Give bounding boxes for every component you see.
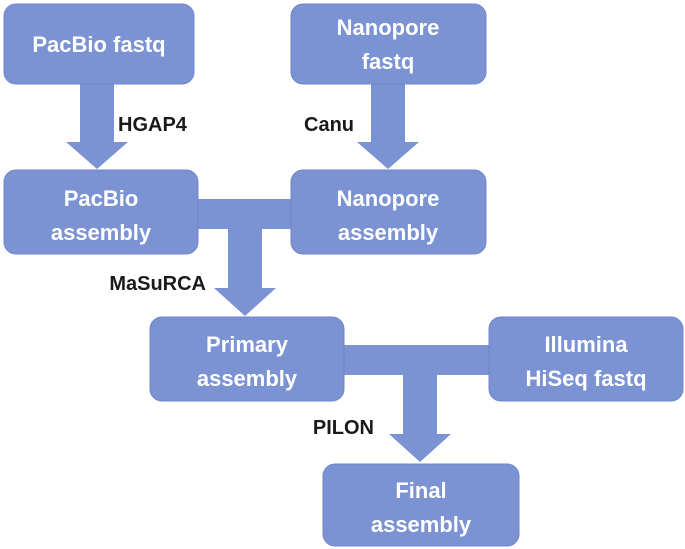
merge-bar-bottom [344, 345, 489, 375]
node-pacbio-assembly: PacBio assembly [3, 169, 199, 255]
node-pacbio-assembly-line2: assembly [51, 220, 152, 245]
node-pacbio-assembly-line1: PacBio [64, 186, 139, 211]
arrow-pacbio-fastq-to-assembly [66, 84, 128, 169]
node-nanopore-assembly: Nanopore assembly [290, 169, 487, 255]
node-illumina-line1: Illumina [544, 332, 628, 357]
arrow-merge-to-primary [214, 229, 276, 316]
node-nanopore-assembly-line1: Nanopore [337, 186, 440, 211]
arrow-merge-to-final [389, 375, 451, 462]
edge-label-canu: Canu [304, 114, 354, 136]
node-pacbio-fastq: PacBio fastq [3, 3, 195, 85]
node-primary-assembly-line2: assembly [197, 366, 298, 391]
edge-label-hgap4: HGAP4 [118, 114, 188, 136]
node-nanopore-fastq-line2: fastq [362, 49, 415, 74]
node-illumina-hiseq-fastq: Illumina HiSeq fastq [488, 316, 684, 402]
arrow-nanopore-fastq-to-assembly [357, 84, 419, 169]
node-primary-assembly: Primary assembly [149, 316, 345, 402]
node-primary-assembly-line1: Primary [206, 332, 289, 357]
edge-label-masurca: MaSuRCA [109, 273, 206, 295]
node-nanopore-fastq: Nanopore fastq [290, 3, 487, 85]
node-final-assembly: Final assembly [322, 463, 520, 547]
node-final-assembly-line1: Final [395, 478, 446, 503]
edge-label-pilon: PILON [313, 417, 374, 439]
node-nanopore-assembly-line2: assembly [338, 220, 439, 245]
node-final-assembly-line2: assembly [371, 512, 472, 537]
node-illumina-line2: HiSeq fastq [525, 366, 646, 391]
merge-bar-top [198, 199, 291, 229]
node-nanopore-fastq-line1: Nanopore [337, 15, 440, 40]
node-pacbio-fastq-line1: PacBio fastq [32, 32, 165, 57]
